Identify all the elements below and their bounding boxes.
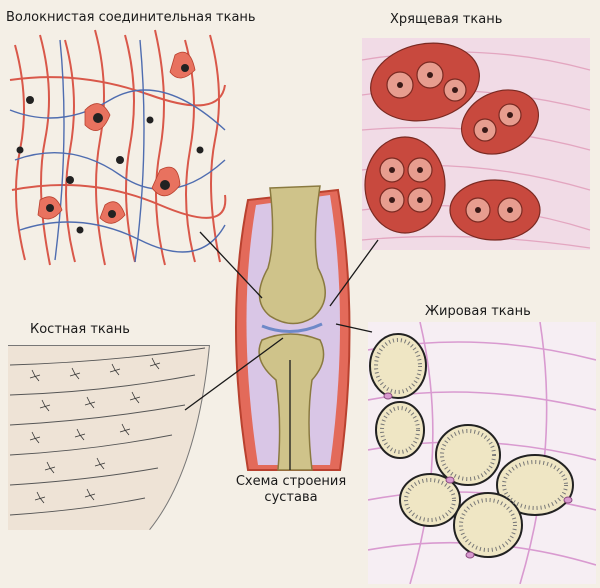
pointer-lines: [184, 231, 379, 470]
cartilage-tissue-illustration: [361, 38, 591, 250]
adipose-tissue-illustration: [368, 322, 596, 584]
upper-bone: [258, 185, 326, 325]
label-fibrous-connective-tissue: Волокнистая соединительная ткань: [6, 10, 256, 25]
osteocytes: [29, 357, 161, 504]
label-adipose-tissue: Жировая ткань: [425, 304, 531, 319]
joint-cavity: [261, 322, 323, 333]
label-bone-tissue: Костная ткань: [30, 322, 130, 337]
nuclei: [16, 64, 204, 234]
adipocytes: [369, 333, 574, 559]
chondrocyte-groups: [364, 42, 541, 241]
lower-bone: [258, 333, 325, 471]
bone-tissue-illustration: [8, 345, 210, 530]
label-joint-scheme: Схема строения сустава: [235, 474, 347, 505]
fibrous-tissue-illustration: [9, 29, 227, 266]
joint-illustration: [235, 185, 351, 471]
label-cartilage-tissue: Хрящевая ткань: [390, 12, 503, 27]
blue-fibers: [9, 39, 226, 263]
